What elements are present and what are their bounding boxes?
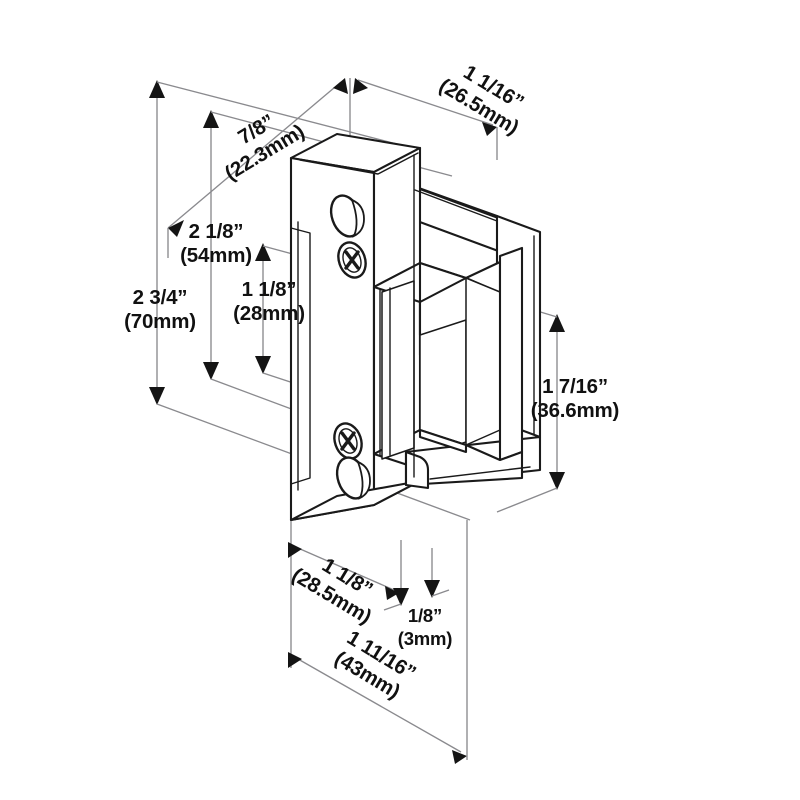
- dim-label-1-8-thickness: 1/8” (3mm): [398, 605, 453, 649]
- keeper-shelf-crease: [429, 466, 531, 480]
- dim-1-8-arrow-right: [424, 580, 440, 598]
- dim-label-1-7-16-inch: 1 7/16”: [542, 375, 608, 398]
- dim-7-8-arrow-left: [168, 220, 184, 237]
- dim-1-7-16-arrow-top: [549, 314, 565, 332]
- faceplate-top-highlight: [299, 152, 419, 175]
- dim-1-1-8-bottom-arrow-right: [385, 586, 399, 600]
- dim-1-11-16-arrow-left: [288, 652, 302, 668]
- keeper-box-front-post: [498, 246, 524, 462]
- dim-label-1-8-thickness-metric: (3mm): [398, 628, 453, 649]
- dim-label-2-1-8: 2 1/8” (54mm): [180, 220, 252, 267]
- dim-2-3-4-arrow-top: [149, 80, 165, 98]
- dim-1-1-8-bottom-arrow-left: [288, 542, 302, 558]
- dim-label-2-3-4-metric: (70mm): [124, 310, 196, 333]
- dim-1-8-leader-left: [383, 603, 402, 611]
- dim-2-1-8-arrow-top: [203, 110, 219, 128]
- keeper-cavity-slot: [381, 280, 415, 460]
- dim-label-1-1-8-inner: 1 1/8” (28mm): [233, 278, 305, 325]
- dim-2-3-4-arrow-bottom: [149, 387, 165, 405]
- screw-upper: [337, 241, 367, 279]
- dim-7-8-line: [167, 81, 342, 229]
- keeper-shelf-rounded-corner: [404, 450, 430, 490]
- dim-label-1-7-16: 1 7/16” (36.6mm): [531, 375, 620, 422]
- dim-1-8-leader-right: [431, 589, 450, 597]
- faceplate-inner-recess-left: [290, 227, 311, 485]
- countersink-hole-lower: [335, 456, 371, 500]
- countersink-hole-upper: [329, 194, 365, 238]
- screw-upper-slot-b: [344, 250, 360, 270]
- dim-1-7-16-ext-bottom: [496, 487, 558, 513]
- dim-1-1-16-arrow-left: [353, 78, 368, 94]
- dim-label-2-1-8-metric: (54mm): [180, 244, 252, 267]
- dim-label-1-8-thickness-inch: 1/8”: [408, 605, 442, 626]
- keeper-box-inner-right: [465, 277, 501, 446]
- dim-2-3-4-ext-top: [156, 81, 421, 151]
- cavity-floor-sliver: [418, 428, 468, 454]
- screw-lower-slot-b: [340, 431, 356, 451]
- dim-1-1-8-inner-arrow-bottom: [255, 356, 271, 374]
- dim-label-1-1-8-inner-inch: 1 1/8”: [242, 278, 297, 301]
- dim-1-8-thickness-group: [383, 540, 450, 611]
- dim-1-11-16-line: [290, 654, 462, 753]
- dim-1-1-8-bottom-group: [288, 542, 399, 600]
- dim-2-1-8-arrow-bottom: [203, 362, 219, 380]
- dim-label-2-3-4-inch: 2 3/4”: [133, 286, 188, 309]
- dim-1-1-16-group: [353, 78, 498, 160]
- dim-1-1-16-arrow-right: [482, 122, 497, 136]
- dim-label-1-1-8-inner-metric: (28mm): [233, 302, 305, 325]
- dim-1-7-16-arrow-bottom: [549, 472, 565, 490]
- dimension-layer: [149, 78, 565, 764]
- dim-7-8-arrow-right: [333, 78, 348, 94]
- dim-1-1-16-line: [357, 79, 494, 126]
- dim-label-2-3-4: 2 3/4” (70mm): [124, 286, 196, 333]
- dim-1-11-16-group: [288, 520, 468, 764]
- dim-label-1-7-16-metric: (36.6mm): [531, 399, 619, 422]
- dim-1-11-16-arrow-right: [452, 750, 467, 764]
- dim-7-8-group: [167, 78, 348, 258]
- dim-1-1-8-bottom-line: [290, 544, 395, 591]
- dim-1-1-8-inner-arrow-top: [255, 243, 271, 261]
- dim-1-8-arrow-left: [393, 588, 409, 606]
- dim-label-2-1-8-inch: 2 1/8”: [189, 220, 244, 243]
- keeper-arm-crease: [414, 189, 498, 222]
- strike-plate-assembly: [289, 132, 542, 522]
